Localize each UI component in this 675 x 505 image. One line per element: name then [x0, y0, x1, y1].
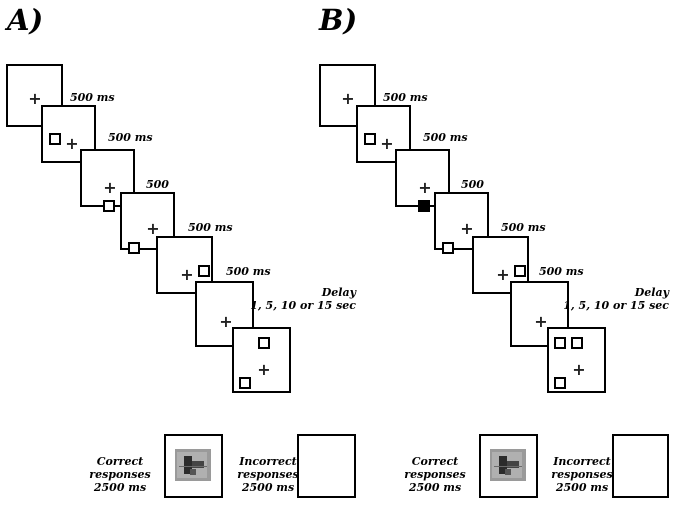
probe-square [239, 377, 251, 389]
correct-line-2: responses [404, 468, 466, 481]
correct-line-3: 2500 ms [408, 481, 462, 494]
probe-frame: + [547, 327, 606, 393]
fixation-cross: + [257, 360, 271, 379]
correct-label: Correct responses 2500 ms [80, 455, 160, 494]
target-square [442, 242, 454, 254]
correct-line-1: Correct [96, 455, 144, 468]
fixation-cross: + [28, 89, 42, 108]
target-square [103, 200, 115, 212]
fixation-cross: + [496, 265, 510, 284]
fixation-cross: + [103, 178, 117, 197]
probe-square [258, 337, 270, 349]
correct-label: Correct responses 2500 ms [395, 455, 475, 494]
timing-label-4: 500 ms [188, 221, 233, 234]
delay-values: 1, 5, 10 or 15 sec [250, 299, 356, 312]
fixation-cross: + [180, 265, 194, 284]
timing-label-1: 500 ms [70, 91, 115, 104]
incorrect-line-3: 2500 ms [555, 481, 609, 494]
timing-label-4: 500 ms [501, 221, 546, 234]
target-square [514, 265, 526, 277]
correct-feedback-frame [164, 434, 223, 498]
incorrect-label: Incorrect responses 2500 ms [228, 455, 308, 494]
correct-line-1: Correct [411, 455, 459, 468]
incorrect-feedback-frame [612, 434, 669, 498]
stimulus-frame-3: + [395, 149, 450, 212]
delay-title: Delay [634, 286, 669, 299]
incorrect-line-1: Incorrect [239, 455, 297, 468]
incorrect-feedback-frame [297, 434, 356, 498]
fixation-cross: + [146, 219, 160, 238]
stimulus-frame-5: + [156, 236, 213, 294]
delay-label: Delay 1, 5, 10 or 15 sec [250, 286, 356, 312]
probe-square [571, 337, 583, 349]
probe-frame: + [232, 327, 291, 393]
target-square [49, 133, 61, 145]
correct-feedback-frame [479, 434, 538, 498]
panel-b: B) + 500 ms + 500 ms + 500 + 500 ms + 50… [313, 0, 669, 505]
incorrect-line-2: responses [237, 468, 299, 481]
fixation-cross: + [219, 312, 233, 331]
target-square [128, 242, 140, 254]
timing-label-3: 500 [146, 178, 169, 191]
incorrect-line-2: responses [551, 468, 613, 481]
fixation-cross: + [572, 360, 586, 379]
panel-label: A) [7, 3, 44, 37]
panel-label: B) [319, 3, 358, 37]
filled-target-square [418, 200, 430, 212]
delay-label: Delay 1, 5, 10 or 15 sec [563, 286, 669, 312]
fixation-cross: + [65, 134, 79, 153]
target-square [198, 265, 210, 277]
timing-label-2: 500 ms [108, 131, 153, 144]
stimulus-frame-4: + [434, 192, 489, 254]
fixation-cross: + [380, 134, 394, 153]
probe-square [554, 337, 566, 349]
correct-line-2: responses [89, 468, 151, 481]
incorrect-label: Incorrect responses 2500 ms [542, 455, 622, 494]
stimulus-frame-1: + [6, 64, 63, 127]
timing-label-2: 500 ms [423, 131, 468, 144]
correct-line-3: 2500 ms [93, 481, 147, 494]
fixation-cross: + [341, 89, 355, 108]
panel-a: A) + 500 ms + 500 ms + 500 + 500 ms + 50… [0, 0, 356, 505]
probe-square [554, 377, 566, 389]
incorrect-line-1: Incorrect [553, 455, 611, 468]
incorrect-line-3: 2500 ms [241, 481, 295, 494]
feedback-image [490, 449, 526, 481]
delay-values: 1, 5, 10 or 15 sec [563, 299, 669, 312]
delay-title: Delay [321, 286, 356, 299]
timing-label-5: 500 ms [539, 265, 584, 278]
fixation-cross: + [460, 219, 474, 238]
timing-label-1: 500 ms [383, 91, 428, 104]
feedback-image [175, 449, 211, 481]
timing-label-3: 500 [461, 178, 484, 191]
timing-label-5: 500 ms [226, 265, 271, 278]
target-square [364, 133, 376, 145]
fixation-cross: + [418, 178, 432, 197]
fixation-cross: + [534, 312, 548, 331]
